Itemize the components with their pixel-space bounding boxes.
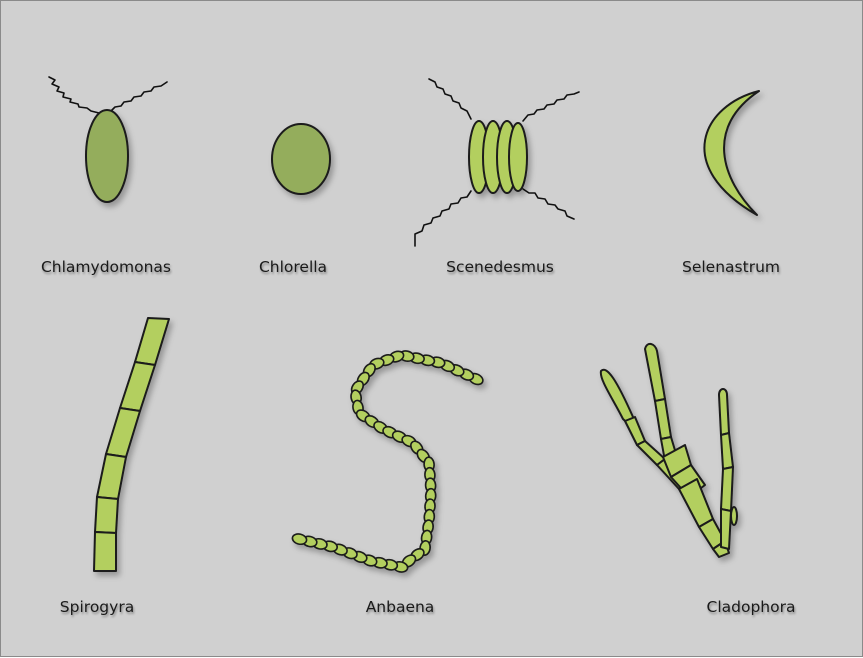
label-cladophora: Cladophora <box>707 598 796 616</box>
chlorella-cell <box>272 124 330 194</box>
cladophora-segment <box>679 479 713 527</box>
selenastrum-cell <box>704 91 759 215</box>
anbaena-cell <box>291 533 307 546</box>
label-spirogyra: Spirogyra <box>60 598 134 616</box>
spine-bottom-right <box>523 189 574 219</box>
spirogyra-drawing <box>94 318 169 571</box>
cladophora-drawing <box>601 344 737 557</box>
scenedesmus-cell-4 <box>509 123 527 191</box>
spirogyra-segment <box>106 408 140 457</box>
cladophora-segment <box>721 467 733 511</box>
cladophora-segment <box>721 509 731 549</box>
spirogyra-segment <box>120 362 155 411</box>
flagellum-right <box>111 82 167 111</box>
label-selenastrum: Selenastrum <box>682 258 780 276</box>
chlamydomonas-cell <box>86 110 128 202</box>
cladophora-segment <box>625 417 645 445</box>
cladophora-segment <box>601 370 634 424</box>
label-anbaena: Anbaena <box>366 598 435 616</box>
cladophora-tip <box>731 507 737 525</box>
scenedesmus-drawing <box>415 79 579 246</box>
chlamydomonas-drawing <box>49 77 167 202</box>
spine-bottom-left <box>415 191 471 246</box>
spine-top-left <box>429 79 471 119</box>
cladophora-segment <box>719 389 729 435</box>
cladophora-segment <box>655 399 671 439</box>
spirogyra-segment <box>135 318 169 365</box>
spirogyra-segment <box>94 532 116 571</box>
cladophora-segment <box>645 344 665 401</box>
label-chlamydomonas: Chlamydomonas <box>41 258 171 276</box>
label-scenedesmus: Scenedesmus <box>446 258 554 276</box>
spine-top-right <box>523 92 579 121</box>
spirogyra-segment <box>95 497 118 533</box>
spirogyra-segment <box>97 454 126 499</box>
anbaena-drawing <box>291 349 484 573</box>
cladophora-segment <box>721 433 733 469</box>
label-chlorella: Chlorella <box>259 258 327 276</box>
flagellum-left <box>49 77 99 113</box>
